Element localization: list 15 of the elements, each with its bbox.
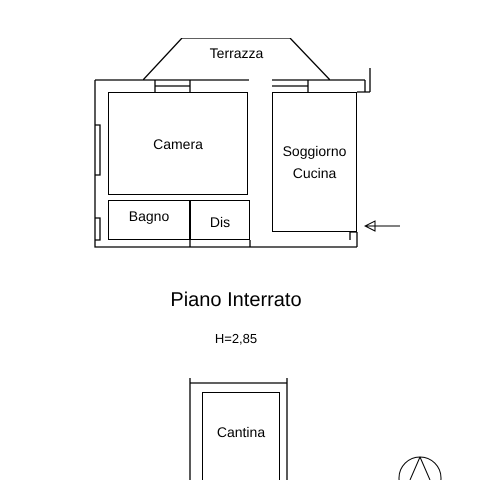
room-area xyxy=(272,92,357,232)
room-label: Bagno xyxy=(128,207,170,226)
room-label: Terrazza xyxy=(210,44,264,63)
terrace-area xyxy=(143,38,330,80)
room-label: Dis xyxy=(210,213,230,232)
floor-title: Piano Interrato xyxy=(169,289,303,312)
room-area xyxy=(108,92,248,195)
ceiling-height-note: H=2,85 xyxy=(214,331,258,346)
room-area xyxy=(202,392,280,480)
corridor-area xyxy=(190,200,250,240)
room-label: Soggiorno Cucina xyxy=(282,142,348,183)
room-label: Camera xyxy=(153,134,203,154)
room-label: Cantina xyxy=(216,422,266,442)
room-area xyxy=(108,200,190,240)
entrance-arrow xyxy=(364,220,400,232)
